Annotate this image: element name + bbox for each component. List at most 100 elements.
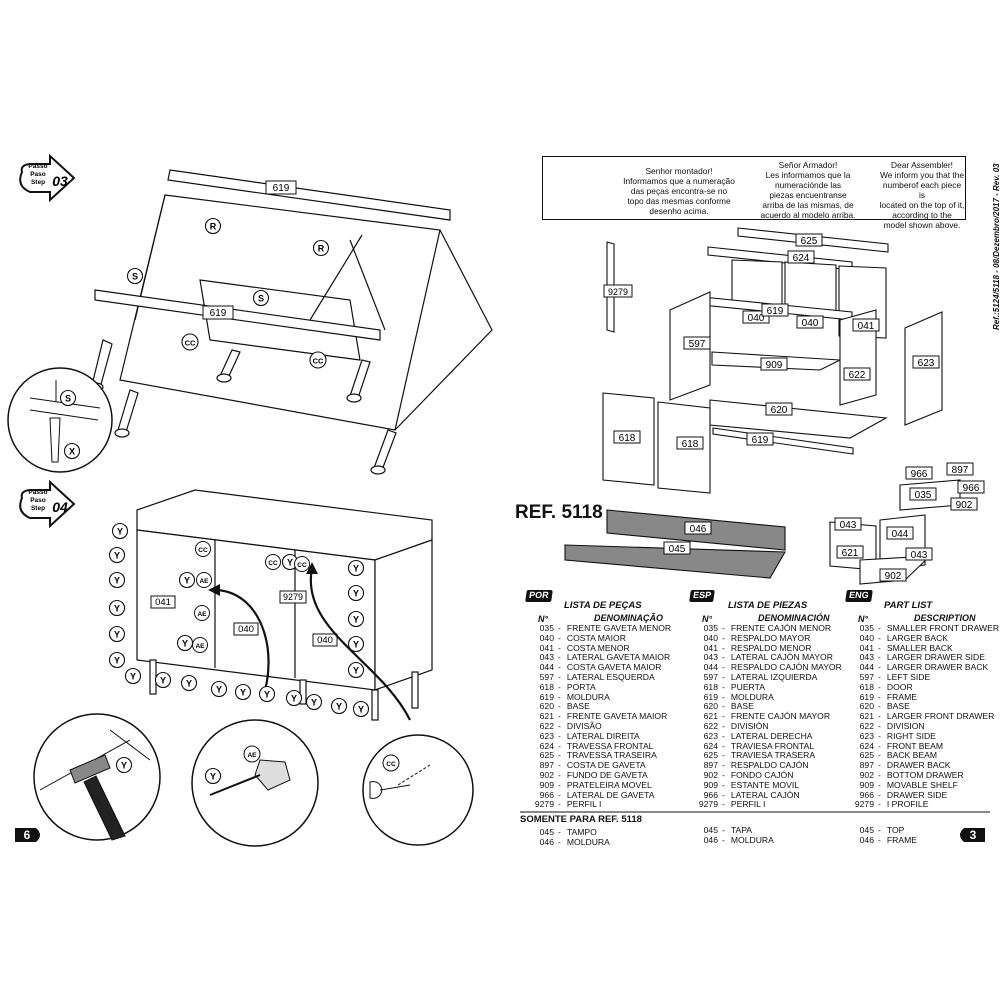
part-number: 618 — [703, 681, 718, 692]
part-number: 035 — [539, 623, 554, 633]
col-number-header: N° — [702, 614, 713, 624]
col-description-header: DENOMINAÇÃO — [594, 613, 663, 623]
part-description: FRENTE GAVETA MAIOR — [566, 711, 668, 722]
part-description: PERFIL I — [566, 799, 602, 810]
part-description: FRAME — [886, 834, 917, 845]
separator: - — [878, 662, 881, 673]
separator: - — [878, 834, 881, 845]
list-item: 909-ESTANTE MOVIL — [686, 779, 842, 791]
callout-ae-3: AE — [195, 643, 205, 650]
callout-cc-5: CC — [297, 562, 307, 569]
separator: - — [878, 740, 881, 751]
part-number: 041 — [859, 642, 874, 653]
separator: - — [878, 769, 881, 780]
separator: - — [878, 671, 881, 682]
list-item: 043-LATERAL CAJÓN MAYOR — [686, 653, 842, 663]
part-description: DOOR — [886, 681, 913, 692]
list-item: 040-COSTA MAIOR — [522, 632, 671, 644]
separator: - — [722, 740, 725, 751]
part-description: SMALLER BACK — [886, 642, 953, 653]
part-number: 619 — [539, 691, 554, 702]
svg-text:902: 902 — [885, 571, 902, 582]
separator: - — [878, 789, 881, 800]
list-item: 625-TRAVIESA TRASERA — [686, 751, 842, 761]
separator: - — [558, 711, 561, 722]
list-item: 597-LEFT SIDE — [842, 671, 999, 683]
separator: - — [722, 632, 725, 643]
callout-r2: R — [318, 244, 325, 254]
list-item: 041-RESPALDO MENOR — [686, 642, 842, 654]
part-number: 045 — [539, 827, 554, 837]
list-item: 624-TRAVIESA FRONTAL — [686, 740, 842, 752]
panel-040b-label: 040 — [317, 635, 333, 646]
callout-ae-2: AE — [197, 611, 207, 618]
part-description: LARGER DRAWER BACK — [886, 662, 989, 673]
part-number: 621 — [703, 711, 718, 722]
list-title: LISTA DE PIEZAS — [728, 600, 808, 611]
svg-text:040: 040 — [802, 318, 819, 329]
svg-text:909: 909 — [766, 360, 783, 371]
part-number: 623 — [539, 730, 554, 741]
part-number: 622 — [859, 720, 874, 731]
part-number: 9279 — [534, 799, 554, 810]
list-item: 621-FRENTE CAJÓN MAYOR — [686, 711, 842, 722]
callout-x: X — [69, 447, 75, 457]
part-description: LATERAL IZQUIERDA — [730, 671, 818, 682]
part-number: 909 — [703, 779, 718, 790]
part-number: 040 — [539, 632, 554, 643]
part-description: DRAWER BACK — [886, 760, 951, 771]
part-description: PERFIL I — [730, 799, 766, 810]
callout-r1: R — [210, 222, 217, 232]
svg-text:044: 044 — [892, 529, 909, 540]
svg-text:620: 620 — [771, 405, 788, 416]
notice-pt: Senhor montador!Informamos que a numeraç… — [623, 166, 735, 216]
step-03-label-1: Passo — [28, 163, 47, 170]
ref-title: REF. 5118 — [515, 502, 603, 523]
separator: - — [722, 623, 725, 633]
part-number: 046 — [703, 834, 718, 845]
list-item: 041-SMALLER BACK — [842, 642, 999, 654]
detail-ae-circle: AE — [191, 719, 319, 847]
part-description: RESPALDO CAJÓN MAYOR — [730, 662, 842, 673]
part-number: 624 — [859, 740, 874, 751]
svg-text:623: 623 — [918, 358, 935, 369]
part-description: MOVABLE SHELF — [886, 779, 958, 790]
flag-esp: ESP — [689, 590, 715, 602]
col-number-header: N° — [538, 614, 549, 624]
list-item: 620-BASE — [686, 702, 842, 712]
y-callouts: AE AE AE CC CC CC — [108, 522, 370, 718]
separator: - — [878, 720, 881, 731]
part-description: LATERAL DERECHA — [730, 730, 813, 741]
part-description: MOLDURA — [730, 691, 774, 702]
part-number: 040 — [703, 632, 718, 643]
exploded-view — [564, 227, 961, 585]
list-item: 897-RESPALDO CAJÓN — [686, 760, 842, 771]
separator: - — [722, 691, 725, 702]
part-description: LATERAL CAJÓN MAYOR — [730, 652, 833, 663]
part-number: 044 — [703, 662, 718, 673]
list-item: 902-FUNDO DE GAVETA — [522, 770, 671, 781]
part-number: 619 — [859, 691, 874, 702]
separator: - — [878, 711, 881, 722]
separator: - — [722, 652, 725, 663]
list-item: 620-BASE — [522, 702, 671, 712]
part-number: 9279 — [854, 799, 874, 810]
svg-text:040: 040 — [748, 313, 765, 324]
list-item: 618-PUERTA — [686, 681, 842, 693]
svg-text:902: 902 — [956, 500, 973, 511]
list-item: 619-FRAME — [842, 691, 999, 703]
separator: - — [558, 760, 561, 771]
separator: - — [722, 750, 725, 761]
part-description: RESPALDO MENOR — [730, 642, 812, 653]
separator: - — [558, 671, 561, 682]
part-number: 623 — [859, 730, 874, 741]
list-item: 621-FRENTE GAVETA MAIOR — [522, 711, 671, 722]
part-description: DIVISION — [886, 720, 925, 731]
list-item: 040-LARGER BACK — [842, 633, 999, 644]
separator: - — [558, 652, 561, 663]
separator: - — [722, 681, 725, 692]
